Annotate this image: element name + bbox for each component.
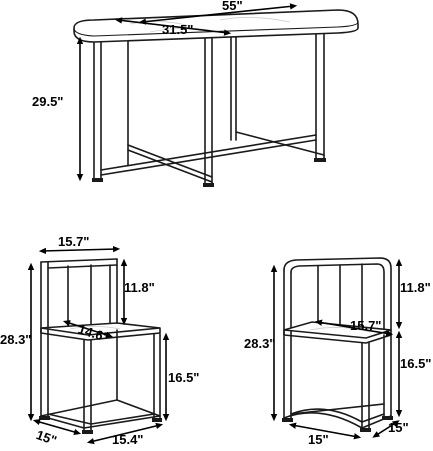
right-chair-total-height-label: 28.3" [244, 336, 275, 351]
table-width-label: 31.5" [162, 22, 193, 37]
right-chair-seat-width-label: 15.7" [350, 318, 381, 333]
left-chair-base-width-label: 15.4" [112, 432, 143, 447]
table-drawing [73, 9, 359, 187]
table-length-label: 55" [222, 0, 243, 13]
table-dimensions: 55" 31.5" 29.5" [32, 0, 298, 182]
left-chair-seat-height-label: 16.5" [168, 370, 199, 385]
right-chair-dimensions: 11.8" 15.7" 28.3" 16.5" 15" 15" [244, 258, 431, 447]
right-chair-drawing [282, 257, 393, 432]
right-chair-seat-height-label: 16.5" [400, 356, 431, 371]
left-chair-dimensions: 15.7" 11.8" 28.3" 14.6" 16.5" 15" 15.4" [0, 234, 199, 448]
right-chair-back-label: 11.8" [400, 280, 431, 295]
left-chair-width-label: 15.7" [58, 234, 89, 249]
left-chair-back-label: 11.8" [124, 280, 155, 295]
right-chair-base-depth-label: 15" [388, 420, 409, 435]
left-chair-total-height-label: 28.3" [0, 332, 31, 347]
right-chair-base-width-label: 15" [308, 432, 329, 447]
table-height-label: 29.5" [32, 94, 63, 109]
left-chair-base-depth-label: 15" [34, 427, 59, 448]
